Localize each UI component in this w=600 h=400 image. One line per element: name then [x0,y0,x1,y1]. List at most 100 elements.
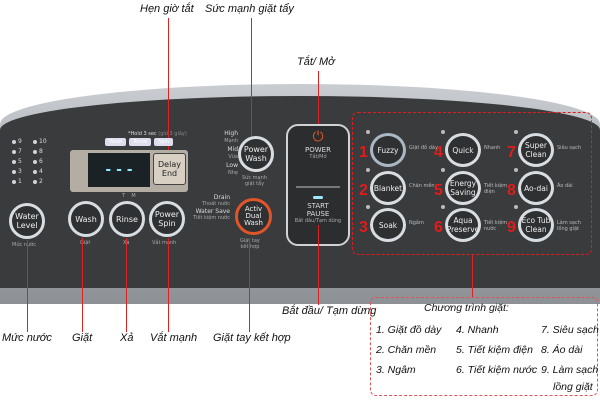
program-legend: Chương trình giặt: 1. Giặt đồ dày 2. Chă… [370,297,599,396]
label: Super [525,141,547,150]
program-led [514,130,518,134]
label: Power [154,210,180,219]
level-number: 5 [18,158,22,165]
pointer-line [318,71,319,141]
program-sub: Siêu sạch [557,145,581,151]
rinse-button[interactable]: Rinse [109,201,145,237]
annotation-delay-end: Hẹn giờ tắt [140,3,194,15]
program-number: 8 [507,182,516,199]
sub: Siêu sạch [557,145,581,151]
label: Clean [525,225,547,234]
program-button-fuzzy[interactable]: Fuzzy [370,133,406,167]
program-button-ao-dai[interactable]: Ao-dai [518,171,554,205]
water-level-indicator: 8 [33,148,54,155]
pointer-line [249,238,250,332]
annotation-water-level: Mức nước [2,332,52,344]
sub: Làm sạch [557,220,581,226]
label: PAUSE [306,210,330,218]
program-sub: Giặt đồ dày [409,145,438,151]
program-number: 9 [507,219,516,236]
program-sub: Nhanh [484,145,500,151]
power-button[interactable]: ⏻ POWER Tắt/Mở [288,128,348,186]
label: Saving [450,188,476,197]
program-number: 3 [359,219,368,236]
lock-chip: Spin [154,138,174,146]
sub: điện [484,189,495,195]
level-number: 9 [18,138,22,145]
level-label: High [224,130,238,137]
annotation-power: Tắt/ Mở [297,56,335,68]
sub: Giặt đồ dày [409,145,438,151]
label: Wash [244,219,263,227]
sub: Tiết kiệm [484,183,508,189]
label: Energy [449,179,477,188]
label: Wash [75,214,97,224]
annotation-power-wash: Sức mạnh giặt tẩy [205,3,294,15]
label: Dual [245,212,262,220]
display-label: M [131,193,136,199]
program-number: 6 [434,219,443,236]
program-led [441,205,445,209]
legend-item: 8. Áo dài [541,344,583,356]
lock-chip: Wash [105,138,127,146]
program-number: 1 [359,144,368,161]
program-button-soak[interactable]: Soak [370,208,406,242]
sub: Nhanh [484,145,501,151]
led-dot [12,159,16,164]
program-button-blanket[interactable]: Blanket [370,171,406,205]
water-level-indicator: 3 [12,168,33,175]
label: Ao-dai [524,183,548,193]
level-number: 10 [39,138,47,145]
level-number: 1 [18,178,22,185]
label: START [307,202,329,210]
annotation-rinse: Xả [120,332,134,344]
program-led [441,168,445,172]
level-number: 8 [39,148,43,155]
label: Power [243,145,269,154]
annotation-wash: Giặt [72,332,93,344]
power-sub: Tắt/Mở [309,154,327,160]
water-level-indicator: 7 [12,148,33,155]
sub: Tiết kiệm [484,220,508,226]
legend-item: 5. Tiết kiệm điện [456,344,533,356]
display-label: T [122,193,126,199]
program-sub: Áo dài [557,183,573,189]
led-dot [33,169,37,174]
led-dot [12,179,16,184]
pointer-line [126,238,127,332]
water-level-indicator: 4 [33,168,54,175]
program-led [366,130,370,134]
program-button-quick[interactable]: Quick [445,133,481,167]
annotation-start-pause: Bắt đầu/ Tạm dừng [282,305,377,317]
pointer-line [472,255,473,297]
legend-item: 2. Chăn mền [376,344,437,356]
annotation-spin: Vắt mạnh [150,332,198,344]
pointer-line [27,240,28,332]
level-label: Low [226,162,238,169]
sub: Ngâm [409,220,424,226]
led-dot [12,149,16,154]
program-led [366,168,370,172]
start-led [313,196,323,199]
sub: nước [484,226,497,232]
program-sub: Chăn mền [409,183,435,189]
pointer-line [82,238,83,332]
power-spin-sub: Vắt mạnh [152,240,177,246]
annotation-dual-wash: Giặt tay kết hợp [213,332,291,344]
program-led [366,205,370,209]
program-number: 4 [434,144,443,161]
label: Rinse [116,214,138,224]
wash-button[interactable]: Wash [68,201,104,237]
